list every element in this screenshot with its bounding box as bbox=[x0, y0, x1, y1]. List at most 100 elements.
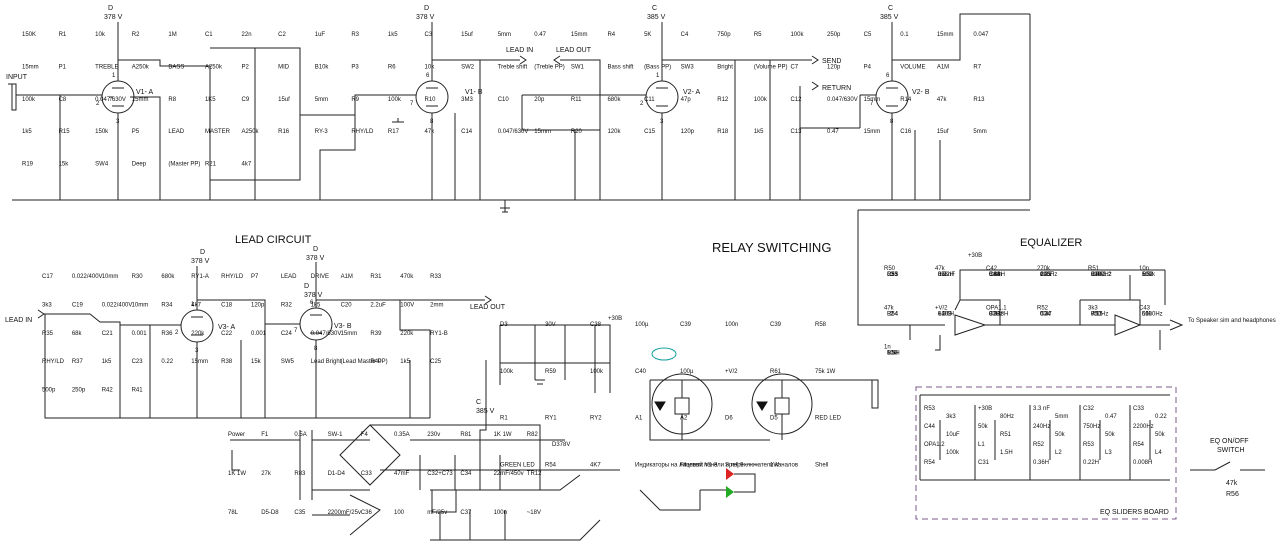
component-label: 100V bbox=[400, 302, 414, 308]
component-label: SW4 bbox=[95, 162, 109, 168]
eq-band-label: C44 bbox=[924, 424, 936, 430]
component-label: 470k bbox=[400, 274, 414, 280]
component-label: 10k bbox=[95, 32, 106, 38]
component-label: 240Hz bbox=[1040, 272, 1057, 278]
component-label: R82 bbox=[527, 432, 539, 438]
component-label: 15mm bbox=[534, 129, 551, 135]
component-label: OPA1.2 bbox=[1091, 272, 1112, 278]
component-label: 15uf bbox=[461, 32, 473, 38]
tube-pin-number: 1 bbox=[656, 73, 660, 79]
component-label: C35 bbox=[1040, 272, 1052, 278]
tube-pin-number: 2 bbox=[175, 330, 179, 336]
component-label: 15uf bbox=[937, 129, 949, 135]
component-label: ~18V bbox=[527, 510, 541, 516]
component-label: 150K bbox=[22, 32, 36, 38]
component-label: C34 bbox=[460, 471, 472, 477]
component-label: R52 bbox=[1142, 272, 1154, 278]
tube-pin-number: 6 bbox=[426, 73, 430, 79]
component-label: R12 bbox=[717, 97, 729, 103]
eq-switch-ref: R56 bbox=[1226, 491, 1239, 498]
component-label: C16 bbox=[900, 129, 912, 135]
component-label: R61 bbox=[770, 369, 782, 375]
component-label: SW5 bbox=[281, 359, 295, 365]
component-label: R34 bbox=[161, 302, 173, 308]
diode-d6 bbox=[654, 401, 666, 411]
component-label: C43 bbox=[1139, 305, 1151, 311]
component-label: 3k3 bbox=[1088, 305, 1098, 311]
component-label: C9 bbox=[242, 97, 250, 103]
component-label: 30V bbox=[545, 322, 556, 328]
eq-band-label: L4 bbox=[1155, 450, 1162, 456]
eq-switch-title2: SWITCH bbox=[1217, 447, 1245, 454]
tube-pin-number: 8 bbox=[314, 346, 318, 352]
eq-band-label: 50k bbox=[1105, 432, 1116, 438]
component-label: C39 bbox=[680, 322, 692, 328]
regulator-tr12 bbox=[431, 489, 457, 513]
component-label: 50k bbox=[1142, 272, 1153, 278]
component-label: 100k bbox=[1142, 272, 1156, 278]
relay-coil-ry1 bbox=[674, 397, 690, 415]
component-label: 0.001 bbox=[132, 331, 148, 337]
component-label: 3M3 bbox=[461, 97, 473, 103]
component-label: 100k bbox=[500, 369, 514, 375]
component-label: 100n bbox=[494, 510, 507, 516]
tube-pin-number: 7 bbox=[294, 328, 298, 334]
component-label: 1W bbox=[770, 462, 779, 468]
component-label: 500p bbox=[42, 388, 56, 394]
component-label: 0.001 bbox=[251, 331, 267, 337]
component-label: R16 bbox=[278, 129, 290, 135]
section-title-equalizer: EQUALIZER bbox=[1020, 237, 1082, 249]
component-label: C42 bbox=[986, 266, 998, 272]
supply-label: 385 V bbox=[476, 408, 495, 415]
component-label: R30 bbox=[132, 274, 144, 280]
component-label: A1 bbox=[635, 416, 643, 422]
component-label: 68k bbox=[72, 331, 83, 337]
supply-label: D bbox=[304, 283, 309, 290]
component-label: R42 bbox=[102, 388, 114, 394]
eq-band-label: 0.008H bbox=[1133, 460, 1152, 466]
component-label: R81 bbox=[460, 432, 472, 438]
component-label: Shell bbox=[815, 462, 828, 468]
component-label: Lead Bright bbox=[311, 359, 342, 365]
component-label: R58 bbox=[815, 322, 827, 328]
component-label: 5K bbox=[644, 32, 651, 38]
eq-band-label: R51 bbox=[1000, 432, 1012, 438]
diode-d5 bbox=[756, 401, 768, 411]
supply-rail-label: +30В bbox=[968, 253, 982, 259]
component-label: R17 bbox=[388, 129, 400, 135]
component-label: C21 bbox=[102, 331, 114, 337]
component-label: R2 bbox=[132, 32, 140, 38]
component-label: 1uF bbox=[315, 32, 326, 38]
component-label: 2.2uF bbox=[370, 302, 386, 308]
component-label: 5mm bbox=[973, 129, 986, 135]
component-label: 750Hz bbox=[1091, 311, 1108, 317]
tube-label-v2b: V2- B bbox=[912, 89, 930, 96]
eq-slider-labels: R533k3C4410uFOPA1.2100kR54+30В80Hz50kR51… bbox=[924, 406, 1167, 466]
component-label: 15mm bbox=[132, 97, 149, 103]
tube-pin-number: 1 bbox=[112, 73, 116, 79]
component-label: C24 bbox=[281, 331, 293, 337]
component-label: (Lead Master PP) bbox=[341, 359, 388, 365]
eq-band-label: 100k bbox=[946, 450, 960, 456]
tube-pin-number: 3 bbox=[660, 119, 664, 125]
supply-rail-label: D378V bbox=[552, 442, 570, 448]
supply-label: D bbox=[424, 5, 429, 12]
component-label: P3 bbox=[351, 64, 359, 70]
component-label: 120p bbox=[251, 302, 265, 308]
component-label: 0.03H bbox=[989, 272, 1005, 278]
component-label: 75k 1W bbox=[815, 369, 836, 375]
tube-pin-number: 7 bbox=[410, 101, 414, 107]
component-label: R55 bbox=[887, 272, 899, 278]
component-label: R53 bbox=[887, 351, 899, 357]
component-label: 2200mF/25v bbox=[328, 510, 361, 516]
section-title-relay-switching: RELAY SWITCHING bbox=[712, 240, 831, 255]
component-label: 10n bbox=[1139, 266, 1149, 272]
eq-band-label: 0.22 bbox=[1155, 414, 1167, 420]
opamp-opa12 bbox=[1114, 314, 1142, 336]
component-label: C32 bbox=[989, 311, 1001, 317]
component-label: 10uF bbox=[1040, 272, 1054, 278]
component-label: 150k bbox=[95, 129, 109, 135]
component-label: 2200Hz bbox=[1091, 272, 1112, 278]
component-label: 3k3 bbox=[938, 272, 948, 278]
supply-label: C bbox=[652, 5, 657, 12]
